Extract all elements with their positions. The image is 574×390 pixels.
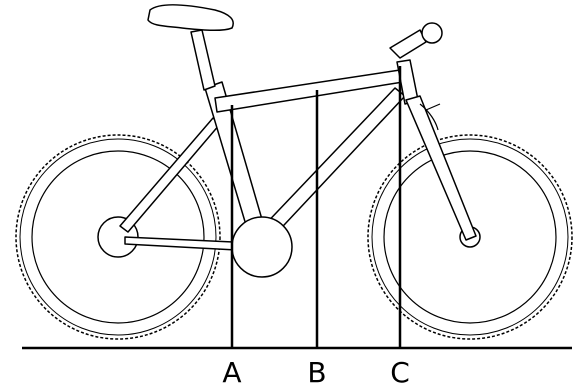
seat-post — [191, 30, 215, 90]
chainring — [232, 217, 292, 277]
marker-label-c: C — [390, 356, 410, 389]
top-tube — [215, 70, 403, 112]
rear-wheel — [16, 135, 220, 339]
saddle — [148, 5, 233, 31]
bike-frame — [120, 30, 476, 251]
brake-caliper — [426, 104, 440, 110]
down-tube — [258, 88, 405, 240]
handlebar — [422, 23, 442, 43]
marker-label-a: A — [222, 356, 241, 389]
stem — [390, 30, 426, 58]
seat-stay — [120, 118, 220, 232]
fork — [406, 96, 476, 240]
marker-label-b: B — [307, 356, 326, 389]
